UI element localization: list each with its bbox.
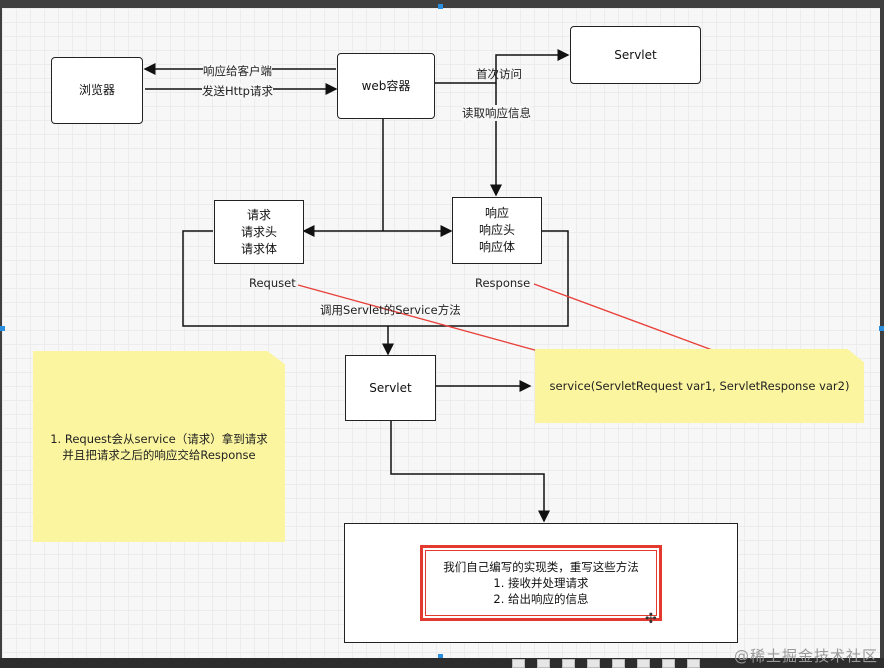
label-send-http: 发送Http请求 (202, 83, 273, 99)
impl-line-3: 2. 给出响应的信息 (493, 592, 589, 606)
label-call-service: 调用Servlet的Service方法 (320, 303, 461, 317)
impl-line-1: 我们自己编写的实现类，重写这些方法 (443, 560, 639, 574)
toolbar-save-icon[interactable] (687, 659, 700, 668)
browser-label: 浏览器 (78, 83, 115, 97)
resize-handle-bottom[interactable] (438, 654, 443, 659)
web-container-box[interactable]: web容器 (337, 53, 435, 119)
response-line-1: 响应 (484, 206, 509, 220)
note-right-text: service(ServletRequest var1, ServletResp… (549, 379, 850, 393)
toolbar-arrow-icon[interactable] (562, 659, 575, 668)
resize-handle-left[interactable] (0, 326, 5, 331)
toolbar-undo-icon[interactable] (662, 659, 675, 668)
bracket-call-service (182, 230, 569, 327)
toolbar-mosaic-icon[interactable] (612, 659, 625, 668)
label-request: Requset (249, 276, 296, 290)
servlet-top-label: Servlet (614, 47, 657, 62)
request-line-3: 请求体 (240, 241, 277, 256)
note-left-line-2: 并且把请求之后的响应交给Response (62, 447, 256, 462)
response-line-3: 响应体 (478, 240, 515, 254)
servlet-top-box[interactable]: Servlet (570, 26, 701, 84)
note-left: 1. Request会从service（请求）拿到请求 并且把请求之后的响应交给… (33, 351, 285, 542)
arrow-first-visit (435, 49, 570, 84)
toolbar-rect-icon[interactable] (512, 659, 525, 668)
servlet-mid-box[interactable]: Servlet (345, 355, 436, 421)
request-line-2: 请求头 (240, 224, 277, 239)
servlet-mid-label: Servlet (369, 380, 412, 395)
request-box[interactable]: 请求 请求头 请求体 (214, 200, 304, 264)
watermark: @稀土掘金技术社区 (733, 647, 878, 665)
response-box[interactable]: 响应 响应头 响应体 (452, 197, 542, 264)
toolbar-pen-icon[interactable] (587, 659, 600, 668)
impl-line-2: 1. 接收并处理请求 (493, 576, 589, 590)
resize-handle-right[interactable] (879, 326, 884, 331)
arrow-to-impl (390, 421, 550, 523)
label-read-response: 读取响应信息 (462, 105, 531, 121)
impl-highlight: 我们自己编写的实现类，重写这些方法 1. 接收并处理请求 2. 给出响应的信息 (425, 550, 657, 616)
resize-handle-top[interactable] (438, 4, 443, 9)
note-left-line-1: 1. Request会从service（请求）拿到请求 (50, 431, 268, 446)
diagram-canvas: 浏览器 web容器 Servlet 请求 请求头 请求体 响应 响应头 响应体 … (2, 8, 880, 658)
toolbar-text-icon[interactable] (637, 659, 650, 668)
web-container-label: web容器 (361, 78, 411, 93)
bottom-toolbar (0, 658, 884, 668)
browser-box[interactable]: 浏览器 (51, 57, 143, 124)
response-line-2: 响应头 (478, 223, 515, 237)
note-right: service(ServletRequest var1, ServletResp… (535, 349, 864, 423)
move-cursor-icon: ✣ (645, 611, 657, 627)
label-response: Response (475, 276, 531, 290)
label-respond-client: 响应给客户端 (203, 63, 272, 79)
impl-highlight-frame: 我们自己编写的实现类，重写这些方法 1. 接收并处理请求 2. 给出响应的信息 (420, 545, 662, 621)
request-line-1: 请求 (246, 207, 271, 222)
label-first-visit: 首次访问 (476, 67, 522, 81)
toolbar-circle-icon[interactable] (537, 659, 550, 668)
impl-box[interactable]: 我们自己编写的实现类，重写这些方法 1. 接收并处理请求 2. 给出响应的信息 (344, 523, 738, 643)
